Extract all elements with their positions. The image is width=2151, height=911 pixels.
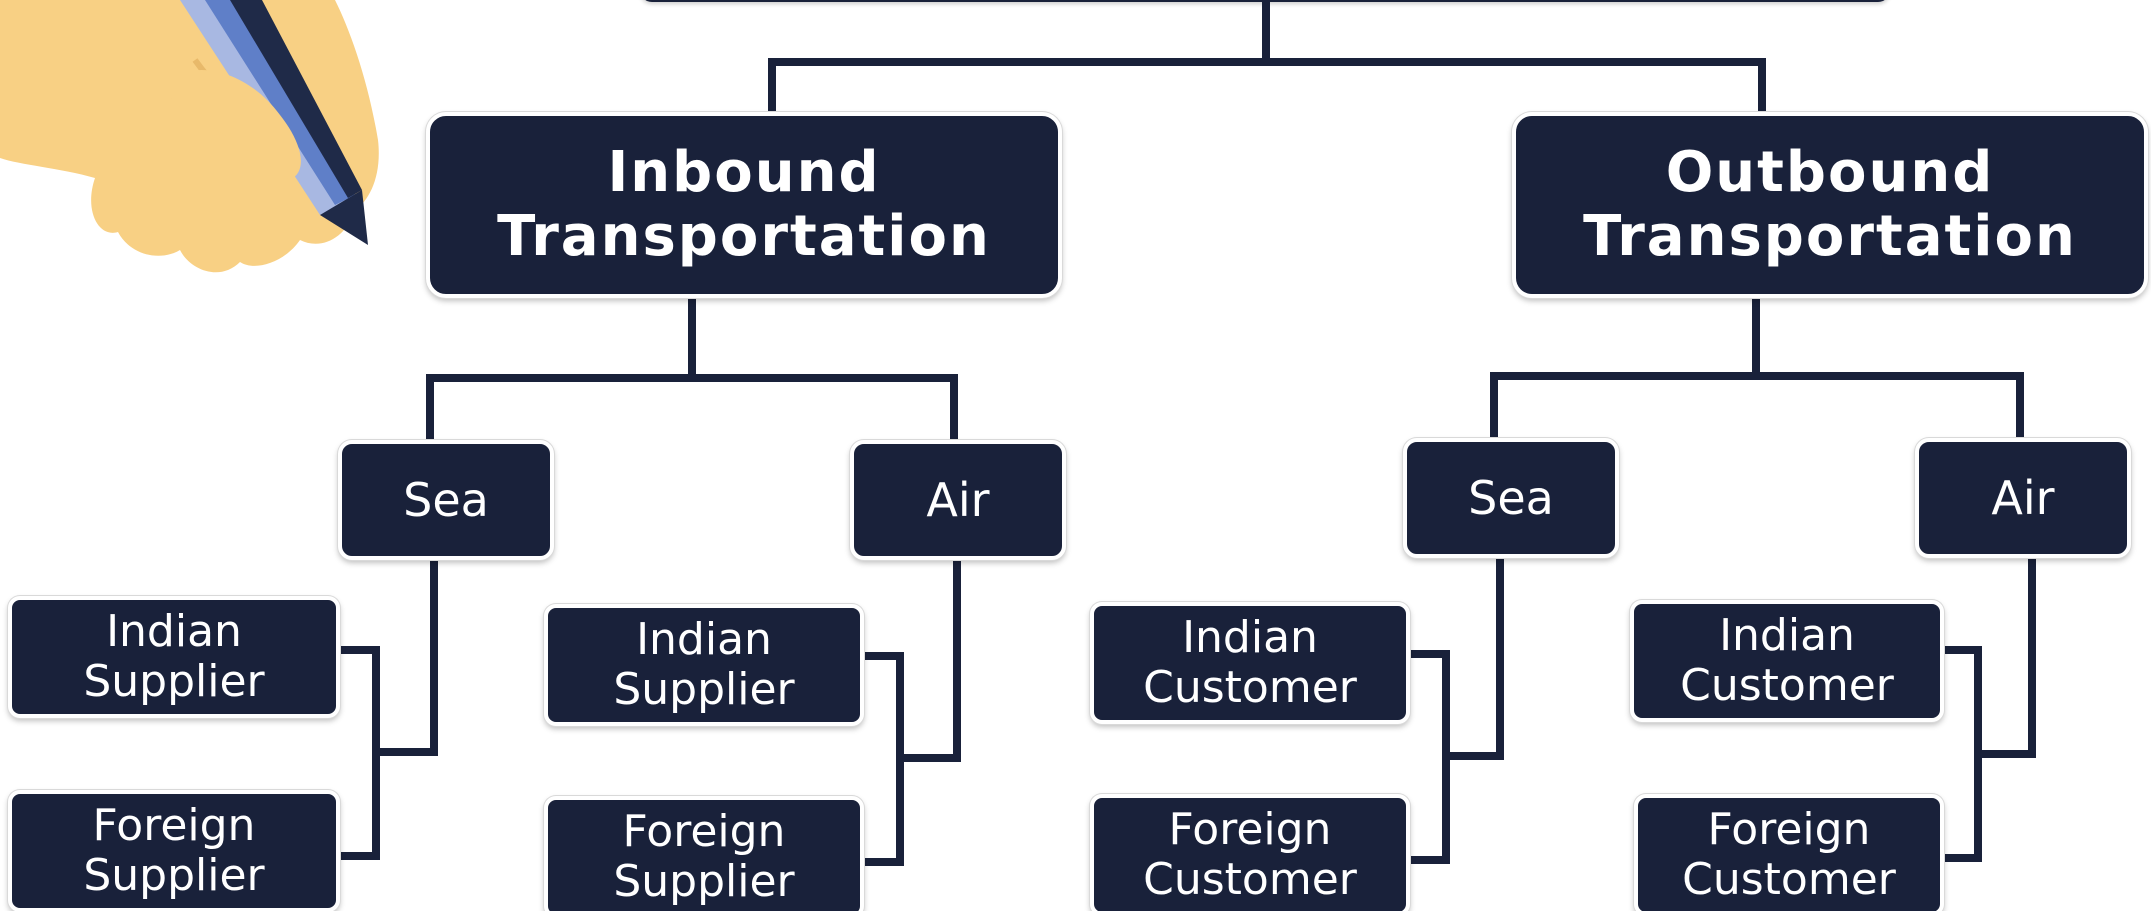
leaf-label-line2: Customer [1143,854,1357,905]
connector-root-to-inbound [768,0,1270,116]
inbound-air-label: Air [926,473,990,527]
leaf-label-line1: Foreign [92,800,256,851]
connector-inbound-to-air [692,374,958,440]
connector-outbound-to-sea [1490,296,1760,440]
leaf-label-line2: Customer [1680,660,1894,711]
leaf-label-line2: Supplier [83,656,265,707]
outbound-transportation-node: Outbound Transportation [1512,112,2148,298]
outbound-sea-indian-customer-node: Indian Customer [1090,602,1410,724]
leaf-label-line2: Customer [1143,662,1357,713]
inbound-title-line2: Transportation [497,204,991,269]
leaf-label-line2: Supplier [83,850,265,901]
connector-inbound-air-leaf1 [858,652,904,866]
inbound-air-foreign-supplier-node: Foreign Supplier [544,796,864,911]
inbound-sea-label: Sea [403,473,489,527]
connector-inbound-sea-leaf1 [334,646,380,860]
leaf-label-line1: Indian [1719,610,1855,661]
inbound-title-line1: Inbound [607,140,881,205]
leaf-label-line1: Indian [106,606,242,657]
inbound-transportation-node: Inbound Transportation [426,112,1062,298]
connector-outbound-to-air [1756,372,2024,440]
leaf-label-line1: Indian [636,614,772,665]
leaf-label-line2: Supplier [613,664,795,715]
leaf-label-line1: Foreign [1168,804,1332,855]
outbound-sea-label: Sea [1468,471,1554,525]
leaf-label-line1: Indian [1182,612,1318,663]
inbound-sea-node: Sea [338,440,554,560]
outbound-air-indian-customer-node: Indian Customer [1630,600,1944,722]
inbound-sea-indian-supplier-node: Indian Supplier [8,596,340,718]
inbound-sea-foreign-supplier-node: Foreign Supplier [8,790,340,911]
outbound-title-line2: Transportation [1583,204,2077,269]
connector-root-to-outbound [1266,58,1766,116]
connector-inbound-to-sea [426,296,696,440]
outbound-sea-node: Sea [1403,438,1619,558]
connector-inbound-sea-to-leaves [376,556,438,756]
connector-outbound-air-leaf1 [1938,646,1982,862]
inbound-air-node: Air [850,440,1066,560]
outbound-air-label: Air [1991,471,2055,525]
connector-outbound-sea-leaf1 [1404,650,1450,864]
inbound-air-indian-supplier-node: Indian Supplier [544,604,864,726]
leaf-label-line2: Supplier [613,856,795,907]
outbound-air-node: Air [1915,438,2131,558]
hand-holding-pencil-icon [0,0,379,273]
outbound-title-line1: Outbound [1665,140,1995,205]
connector-outbound-sea-to-leaves [1446,556,1504,760]
outbound-sea-foreign-customer-node: Foreign Customer [1090,794,1410,911]
leaf-label-line2: Customer [1682,854,1896,905]
connector-inbound-air-to-leaves [900,556,961,762]
outbound-air-foreign-customer-node: Foreign Customer [1634,794,1944,911]
leaf-label-line1: Foreign [1707,804,1871,855]
connector-outbound-air-to-leaves [1978,556,2036,758]
leaf-label-line1: Foreign [622,806,786,857]
